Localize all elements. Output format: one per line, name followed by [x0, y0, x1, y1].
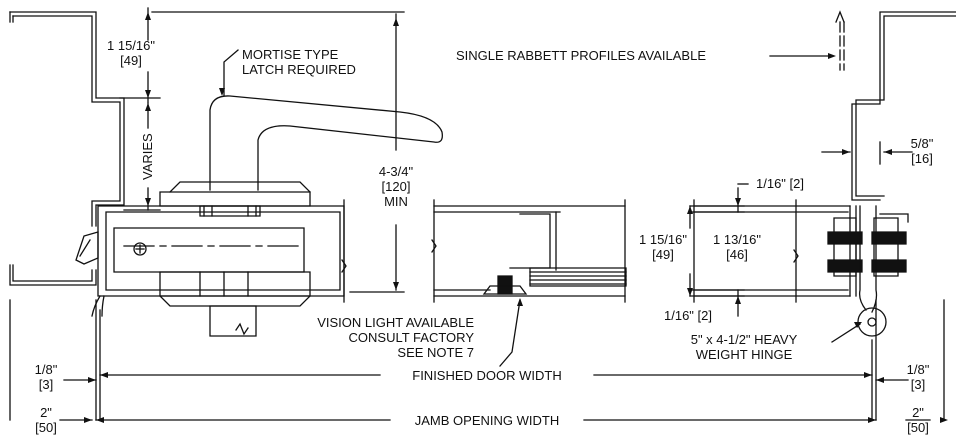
hinge-jamb-frame: [836, 12, 956, 420]
stop-label: 5/8" [16]: [910, 136, 934, 166]
mortise-label: MORTISE TYPE LATCH REQUIRED: [242, 47, 356, 77]
door-left-segment: [76, 200, 346, 316]
clearance-right-label: 1/8" [3]: [906, 362, 930, 392]
face-thickness-label: 1 13/16" [46]: [713, 232, 761, 262]
leaders: [219, 50, 862, 366]
finished-width-dimension: [64, 310, 908, 420]
jamb-depth-dimension: [120, 8, 160, 210]
varies-label: VARIES: [140, 133, 155, 180]
lever-dimension: [152, 12, 404, 292]
jamb-depth-label: 1 15/16" [49]: [107, 38, 155, 68]
door-middle-segment: [432, 200, 626, 302]
jamb-width-label: JAMB OPENING WIDTH: [414, 413, 560, 428]
gap-top-label: 1/16" [2]: [756, 176, 804, 191]
vision-light-label: VISION LIGHT AVAILABLE CONSULT FACTORY S…: [317, 315, 474, 360]
clearance-left-label: 1/8" [3]: [34, 362, 58, 392]
gap-bottom-label: 1/16" [2]: [664, 308, 712, 323]
jamb-left-label: 2" [50]: [35, 405, 57, 435]
jamb-right-label: 2" [50]: [907, 405, 929, 435]
stop-dimension: [822, 142, 912, 164]
door-thickness-dimension: [687, 184, 748, 316]
door-thickness-label: 1 15/16" [49]: [639, 232, 687, 262]
lever-handle: [160, 96, 442, 336]
lever-height-label: 4-3/4" [120] MIN: [378, 164, 414, 209]
latch-jamb-frame: [10, 12, 124, 420]
single-rabbett-label: SINGLE RABBETT PROFILES AVAILABLE: [456, 48, 706, 63]
finished-width-label: FINISHED DOOR WIDTH: [412, 368, 562, 383]
hinge-label: 5" x 4-1/2" HEAVY WEIGHT HINGE: [690, 332, 798, 362]
jamb-width-dimension: [60, 417, 948, 423]
hinge: [828, 206, 908, 336]
